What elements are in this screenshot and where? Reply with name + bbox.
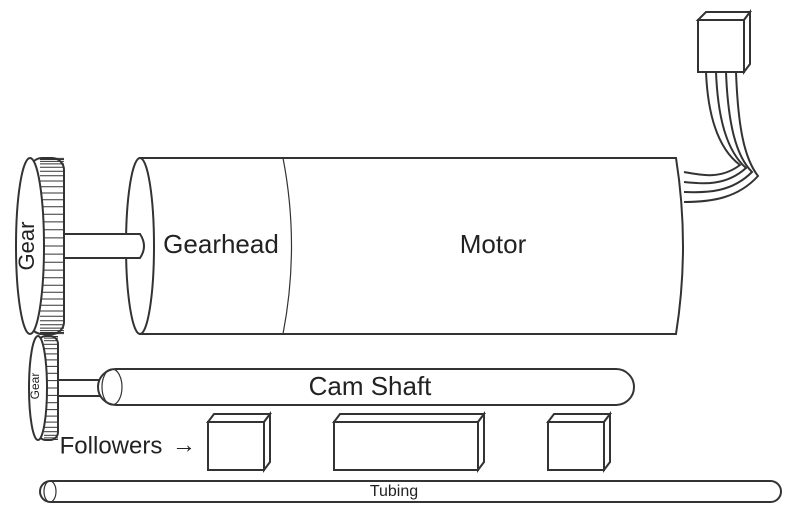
gear-large-label: Gear xyxy=(14,222,39,271)
gearhead-label: Gearhead xyxy=(163,229,279,259)
followers-arrow-icon: → xyxy=(172,431,196,458)
connector xyxy=(695,9,752,75)
tubing-label: Tubing xyxy=(370,483,418,500)
tubing xyxy=(39,480,782,503)
cam-shaft-label: Cam Shaft xyxy=(309,371,433,401)
small-gear xyxy=(28,335,59,441)
follower-2 xyxy=(332,411,486,473)
follower-1 xyxy=(206,411,272,473)
follower-3 xyxy=(546,411,612,473)
motor-wires xyxy=(683,71,760,203)
output-shaft xyxy=(63,233,145,259)
motor-label: Motor xyxy=(460,229,527,259)
motor-body xyxy=(125,157,684,335)
gear-small-label: Gear xyxy=(28,373,42,400)
cam-shaft xyxy=(97,368,635,406)
large-gear xyxy=(15,157,65,335)
followers-label: Followers xyxy=(60,432,163,459)
